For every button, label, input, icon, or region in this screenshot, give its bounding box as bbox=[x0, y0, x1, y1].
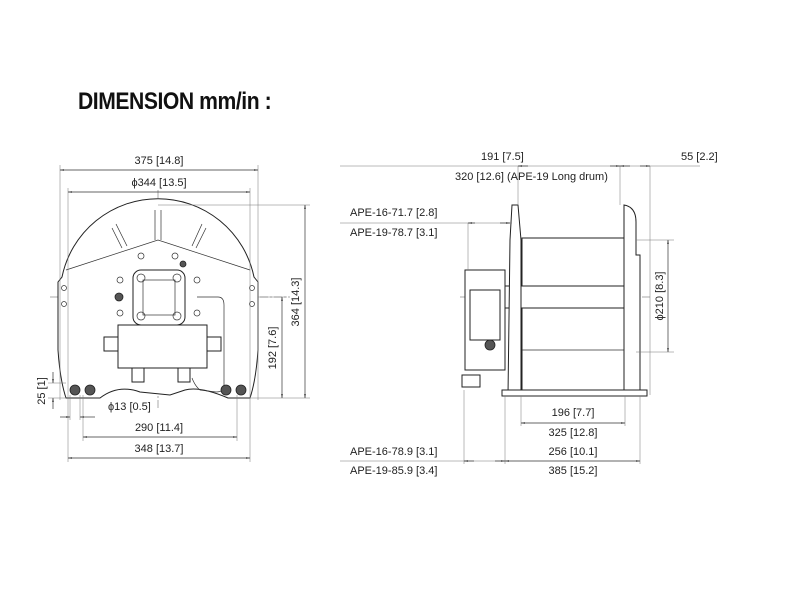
shaft bbox=[504, 285, 641, 309]
valve-block bbox=[117, 324, 208, 369]
dim-overall-width: 375 [14.8] bbox=[135, 155, 184, 167]
dim-side-bolt-spacing: 196 [7.7] bbox=[552, 407, 595, 419]
dim-center-height: 192 [7.6] bbox=[267, 327, 279, 370]
dim-bolt-spacing: 290 [11.4] bbox=[135, 422, 183, 434]
dim-motor-length-16: APE-16-78.9 [3.1] bbox=[350, 446, 437, 458]
dim-base-length: 256 [10.1] bbox=[549, 446, 598, 458]
motor-flange bbox=[132, 269, 186, 326]
front-view: 375 [14.8] ϕ344 [13.5] 364 [14.3] 192 [7… bbox=[36, 155, 310, 462]
dim-long-drum-length: 320 [12.6] (APE-19 Long drum) bbox=[455, 171, 608, 183]
drum bbox=[521, 237, 625, 391]
dim-overall-height: 364 [14.3] bbox=[290, 278, 302, 327]
dim-drum-diameter: ϕ344 [13.5] bbox=[131, 177, 186, 189]
dim-base-length-long: 385 [15.2] bbox=[549, 465, 598, 477]
dim-drum-length: 191 [7.5] bbox=[481, 151, 524, 163]
right-flange bbox=[623, 204, 641, 396]
dim-base-width: 348 [13.7] bbox=[135, 443, 184, 455]
dim-motor-offset-19: APE-19-78.7 [3.1] bbox=[350, 227, 437, 239]
dim-side-bolt-spacing-long: 325 [12.8] bbox=[549, 427, 598, 439]
page-title: DIMENSION mm/in : bbox=[78, 88, 272, 115]
side-view: 191 [7.5] 55 [2.2] 320 [12.6] (APE-19 Lo… bbox=[340, 151, 718, 477]
dim-flange-offset: 55 [2.2] bbox=[681, 151, 718, 163]
dim-base-thickness: 25 [1] bbox=[36, 377, 48, 405]
left-flange bbox=[507, 204, 522, 396]
dim-motor-offset-16: APE-16-71.7 [2.8] bbox=[350, 207, 437, 219]
dim-motor-length-19: APE-19-85.9 [3.4] bbox=[350, 465, 437, 477]
dim-bolt-hole: ϕ13 [0.5] bbox=[108, 401, 151, 413]
dim-core-diameter: ϕ210 [8.3] bbox=[654, 272, 666, 321]
